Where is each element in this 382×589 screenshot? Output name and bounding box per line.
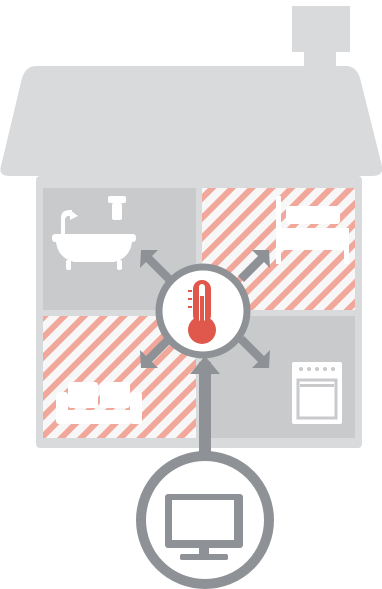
chimney [292,6,350,66]
oven-icon [292,362,342,424]
roof [0,66,382,176]
